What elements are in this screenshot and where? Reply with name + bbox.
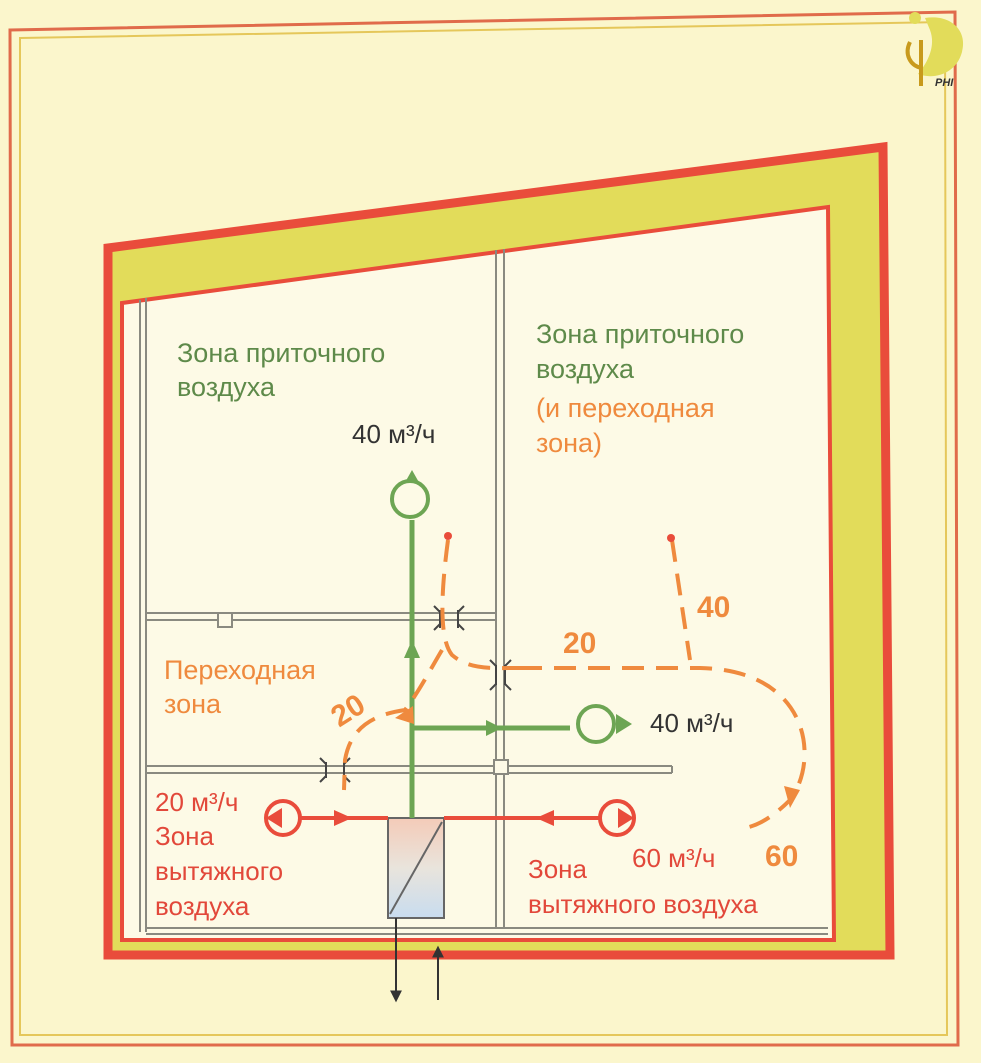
- zone-label-supply-right: Зона приточного воздуха: [536, 319, 752, 384]
- flow-rate-supply-right: 40 м³/ч: [650, 708, 733, 738]
- page-frame: [8, 10, 960, 1047]
- phi-logo-icon: [918, 17, 964, 77]
- left-arrow-icon: [395, 706, 414, 724]
- heat-recovery-unit: [387, 817, 445, 919]
- flow-rate-extract-left: 20 м³/ч: [155, 787, 238, 817]
- svg-text:PHI: PHI: [935, 77, 954, 89]
- zone-label-extract-left: Зона вытяжного воздуха: [155, 821, 290, 921]
- outdoor-ducts: [390, 918, 444, 1003]
- extract-air-valve-icon: [598, 799, 636, 837]
- left-arrow-icon: [536, 810, 554, 826]
- transfer-path-left: [440, 539, 521, 671]
- flow-rate-extract-right: 60 м³/ч: [632, 843, 715, 873]
- transfer-path-main: [520, 666, 807, 830]
- transfer-value-upper-right: 40: [697, 591, 730, 624]
- right-arrow-icon: [334, 810, 352, 826]
- zone-label-supply-left: Зона приточного воздуха: [177, 338, 393, 402]
- transfer-grille-icon: [319, 757, 351, 783]
- extract-air-valve-icon: [264, 799, 302, 837]
- right-arrow-icon: [486, 720, 502, 736]
- up-arrow-icon: [404, 640, 420, 658]
- transfer-source-dot: [444, 532, 452, 540]
- flow-rate-supply-up: 40 м³/ч: [352, 419, 435, 449]
- supply-air-valve-icon: [390, 479, 430, 519]
- transfer-source-dot: [667, 534, 675, 542]
- supply-air-valve-icon: [576, 704, 616, 744]
- transfer-value-lower-right: 60: [765, 840, 798, 873]
- right-arrow-icon: [616, 714, 632, 734]
- transfer-grille-icon: [433, 605, 465, 631]
- inner-walls: [139, 249, 828, 935]
- zone-label-transfer: Переходная зона: [164, 655, 323, 719]
- transfer-grille-icon: [489, 659, 512, 691]
- transfer-path-upper-right: [670, 539, 692, 661]
- transfer-path-lower-left: [342, 648, 444, 791]
- zone-label-supply-right-note: (и переходная зона): [536, 393, 722, 458]
- phi-logo: PHI: [905, 12, 964, 89]
- building-interior: [120, 204, 837, 942]
- transfer-air-paths: [342, 539, 807, 830]
- transfer-value-middle: 20: [563, 627, 596, 660]
- down-arrow-icon: [784, 786, 800, 808]
- zone-label-extract-right: Зона вытяжного воздуха: [528, 854, 758, 919]
